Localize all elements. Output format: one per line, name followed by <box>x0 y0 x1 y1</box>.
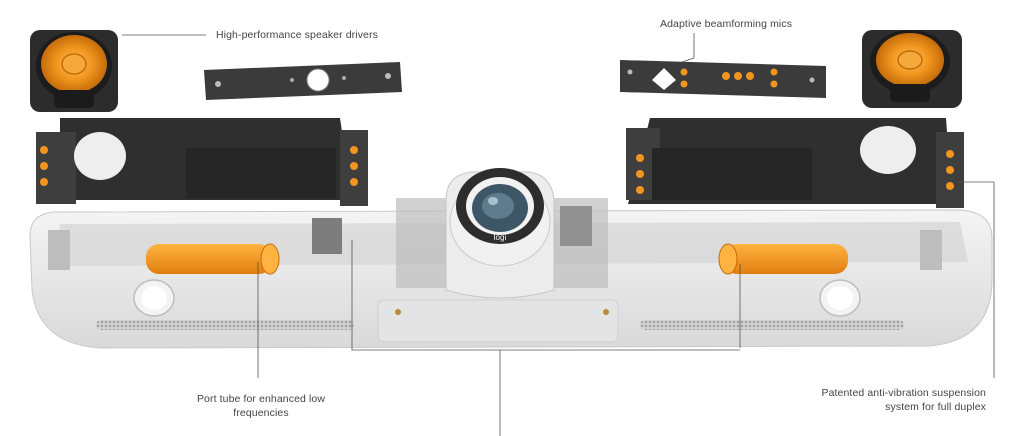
callout-speaker-drivers: High-performance speaker drivers <box>216 29 378 41</box>
speaker-enclosure-left <box>36 118 368 206</box>
leader-chassis <box>351 240 740 351</box>
callout-port-tube: Port tube for enhanced low frequencies <box>186 392 336 420</box>
camera-module <box>312 168 608 299</box>
speaker-driver-left <box>30 30 118 112</box>
port-tube-right <box>718 243 848 275</box>
leader-suspension <box>958 181 995 378</box>
callout-suspension-line1: Patented anti-vibration suspension <box>821 387 986 399</box>
speaker-driver-right <box>862 30 962 108</box>
callout-suspension-line2: system for full duplex <box>885 401 986 413</box>
callout-beamforming-mics: Adaptive beamforming mics <box>660 18 793 30</box>
callout-suspension: Patented anti-vibration suspension syste… <box>786 386 986 414</box>
circuit-board-left <box>204 62 402 100</box>
leader-mics <box>681 33 695 63</box>
port-tube-left <box>146 243 280 275</box>
camera-logo: logi <box>494 233 507 242</box>
callout-port-tube-line1: Port tube for enhanced low <box>196 393 326 405</box>
circuit-board-mics <box>620 60 826 98</box>
callout-port-tube-line2: frequencies <box>233 407 289 419</box>
speaker-enclosure-right <box>626 118 964 208</box>
leader-lines <box>122 33 995 436</box>
